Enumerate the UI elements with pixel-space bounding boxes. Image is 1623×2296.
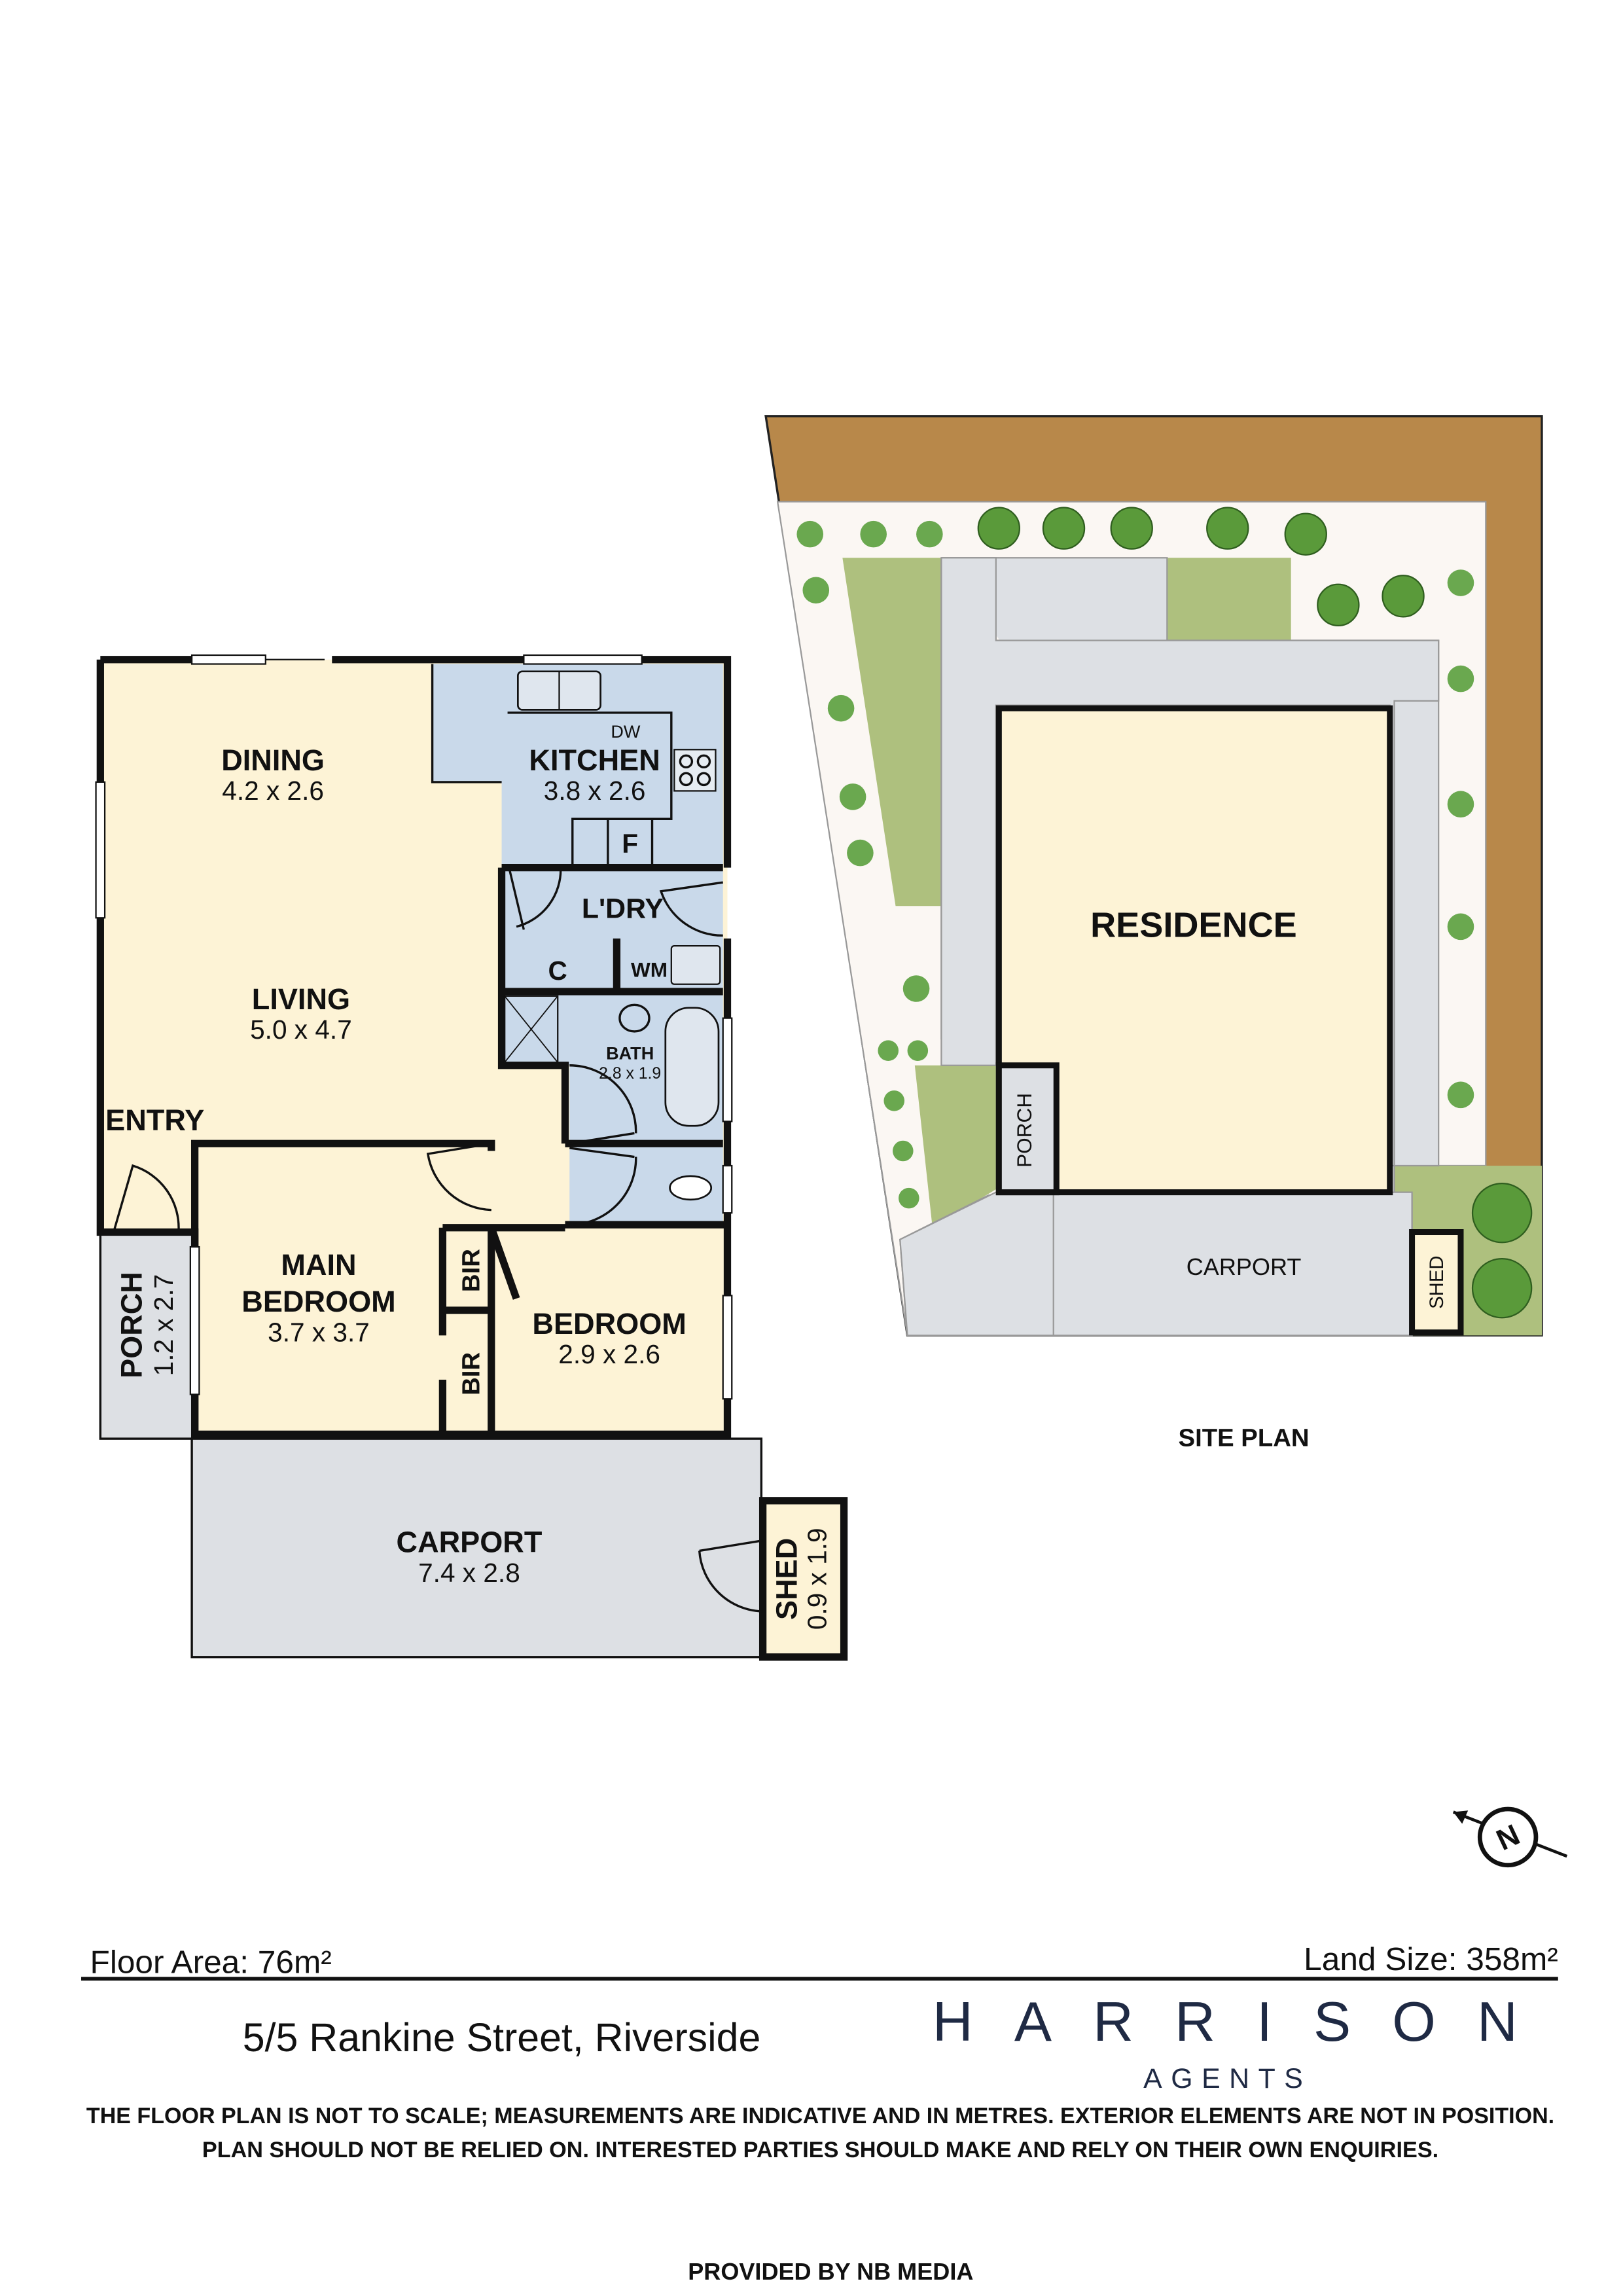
room-label-bedroom: BEDROOM xyxy=(532,1307,686,1340)
brand-sub: AGENTS xyxy=(1143,2063,1311,2094)
window xyxy=(189,1246,200,1395)
room-label-main-bedroom-2: BEDROOM xyxy=(241,1285,395,1318)
lawn xyxy=(914,1065,996,1228)
lawn xyxy=(1167,558,1291,641)
room-dim-main-bedroom: 3.7 x 3.7 xyxy=(268,1317,370,1347)
shower-icon xyxy=(503,995,559,1064)
room-label-living: LIVING xyxy=(252,982,350,1016)
label-cupboard: C xyxy=(548,956,567,986)
window xyxy=(722,1017,733,1122)
room-dim-shed: 0.9 x 1.9 xyxy=(802,1528,832,1630)
site-porch xyxy=(995,1062,1060,1196)
window xyxy=(722,1164,733,1214)
brand-logo: HARRISON xyxy=(933,1990,1559,2053)
label-fridge: F xyxy=(622,829,638,859)
room-label-laundry: L'DRY xyxy=(582,893,664,924)
room-label-bir-2: BIR xyxy=(457,1352,486,1395)
toilet-icon xyxy=(669,1175,713,1201)
site-label-porch: PORCH xyxy=(1012,1093,1036,1168)
tree-icons xyxy=(977,507,1533,1319)
lawn xyxy=(842,558,942,906)
floor-area: Floor Area: 76m² xyxy=(90,1943,332,1980)
disclaimer-line-2: PLAN SHOULD NOT BE RELIED ON. INTERESTED… xyxy=(202,2138,1438,2162)
bathtub-icon xyxy=(664,1007,720,1127)
site-label-carport: CARPORT xyxy=(1186,1253,1302,1280)
room-label-dining: DINING xyxy=(221,744,325,777)
room-label-carport: CARPORT xyxy=(397,1526,543,1559)
room-label-bir-1: BIR xyxy=(457,1249,486,1292)
porch-area xyxy=(99,1230,196,1440)
window xyxy=(95,781,106,919)
room-dim-dining: 4.2 x 2.6 xyxy=(222,776,324,806)
kitchen-area xyxy=(432,664,723,1225)
site-label-residence: RESIDENCE xyxy=(1090,906,1297,945)
room-dim-porch: 1.2 x 2.7 xyxy=(149,1274,179,1376)
residence xyxy=(995,705,1393,1196)
footer: Floor Area: 76m² Land Size: 358m² 5/5 Ra… xyxy=(81,1941,1559,2285)
disclaimer-line-1: THE FLOOR PLAN IS NOT TO SCALE; MEASUREM… xyxy=(86,2104,1554,2128)
site-plan-title: SITE PLAN xyxy=(1179,1424,1310,1452)
label-washing-machine: WM xyxy=(631,958,668,981)
address: 5/5 Rankine Street, Riverside xyxy=(243,2015,761,2060)
room-label-porch: PORCH xyxy=(115,1272,148,1378)
label-dishwasher: DW xyxy=(611,722,641,742)
room-dim-bedroom: 2.9 x 2.6 xyxy=(558,1339,660,1369)
room-label-main-bedroom: MAIN xyxy=(281,1248,356,1282)
kitchen-bench xyxy=(431,664,673,868)
laundry-tub-icon xyxy=(670,945,721,985)
north-arrow-icon: N xyxy=(1452,1806,1568,1868)
room-label-entry: ENTRY xyxy=(105,1103,204,1137)
room-label-bath: BATH xyxy=(606,1044,654,1064)
room-dim-living: 5.0 x 4.7 xyxy=(250,1014,352,1045)
window xyxy=(523,654,643,665)
room-dim-carport: 7.4 x 2.8 xyxy=(418,1558,520,1588)
window xyxy=(722,1295,733,1400)
carport-area xyxy=(190,1437,763,1659)
room-dim-bath: 2.8 x 1.9 xyxy=(599,1065,661,1083)
site-plan: RESIDENCE PORCH CARPORT SHED SITE PLAN xyxy=(764,415,1543,1452)
shrub-icons xyxy=(796,520,1474,1209)
site-label-shed: SHED xyxy=(1426,1255,1448,1308)
room-label-kitchen: KITCHEN xyxy=(529,744,660,777)
shed-area xyxy=(758,1497,848,1661)
cooktop-icon xyxy=(673,749,717,792)
site-shed xyxy=(1409,1229,1464,1336)
room-label-shed: SHED xyxy=(770,1538,803,1620)
basin-icon xyxy=(618,1003,651,1033)
window xyxy=(190,654,266,665)
floor-plan: DINING 4.2 x 2.6 DW KITCHEN 3.8 x 2.6 F … xyxy=(95,654,848,1661)
room-dim-kitchen: 3.8 x 2.6 xyxy=(544,776,646,806)
provided-by: PROVIDED BY NB MEDIA xyxy=(688,2258,973,2285)
land-size: Land Size: 358m² xyxy=(1304,1941,1558,1977)
